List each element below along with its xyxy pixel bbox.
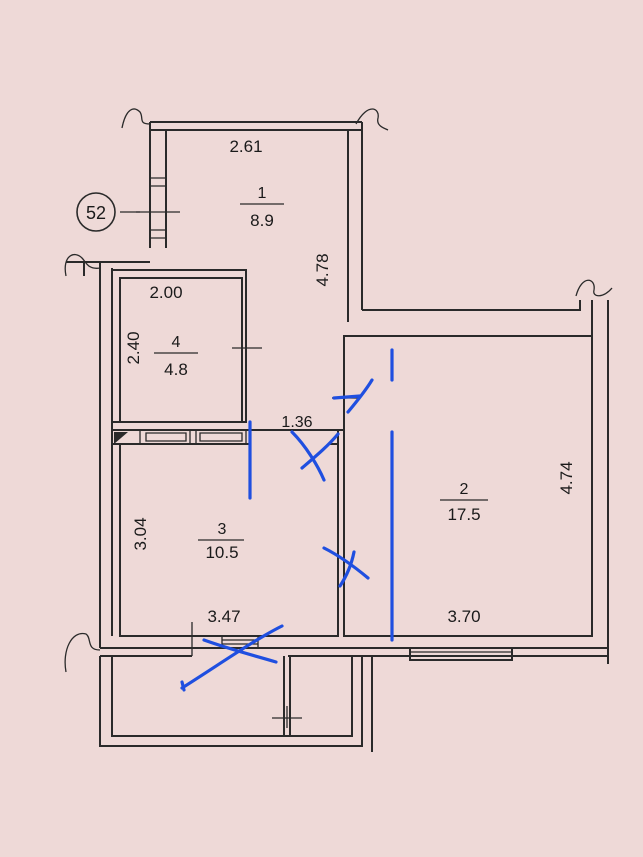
room-3-area: 10.5	[205, 543, 238, 562]
room-1-top-wall	[150, 121, 362, 131]
ink-mark-balcony	[180, 624, 284, 692]
wall-corner-fill	[114, 432, 128, 444]
room-4-inner-wall	[119, 277, 243, 423]
room-1-left-wall	[149, 122, 167, 248]
room-4-width: 2.00	[149, 283, 182, 302]
room-4-door-tick	[232, 340, 262, 356]
room-3-width: 3.47	[207, 607, 240, 626]
ink-mark-room-3	[322, 546, 370, 588]
outer-left-wall	[66, 261, 150, 648]
outer-right-wall	[591, 300, 609, 664]
bottom-door-marks	[191, 622, 259, 656]
ink-mark-room-2-door	[332, 378, 374, 414]
ink-annotations	[180, 348, 394, 692]
room-4-height: 2.40	[124, 331, 143, 364]
room-3-height: 3.04	[131, 517, 150, 550]
room-2-height: 4.74	[557, 461, 576, 494]
corridor-width: 1.36	[281, 414, 312, 431]
room-1-id: 1	[258, 185, 267, 202]
room-2-width: 3.70	[447, 607, 480, 626]
break-mark-top-right	[355, 108, 389, 131]
room-3-walls	[119, 443, 339, 637]
room-4-id: 4	[172, 334, 181, 351]
balcony-divider	[283, 656, 291, 736]
room-1-window	[150, 177, 166, 239]
apartment-number: 52	[86, 203, 106, 223]
room-3-id: 3	[218, 521, 227, 538]
room-1-right-wall	[347, 122, 363, 322]
room-3-top-wall	[112, 429, 250, 445]
room-2: 2 17.5 4.74 3.70	[440, 461, 576, 626]
room-1-area: 8.9	[250, 211, 274, 230]
wall-blocks	[139, 430, 247, 444]
room-2-area: 17.5	[447, 505, 480, 524]
bottom-window-right	[410, 651, 512, 657]
balcony-door-tick	[272, 706, 302, 728]
apartment-number-circle	[76, 192, 116, 232]
room-2-walls	[343, 335, 593, 637]
balcony-walls	[99, 656, 363, 747]
corridor-wall	[250, 429, 344, 444]
walls	[64, 108, 613, 752]
ink-mark-corridor	[290, 430, 340, 482]
break-mark-right	[575, 279, 613, 297]
room-3: 3.04 3 10.5 3.47	[131, 517, 244, 626]
room-1: 2.61 1 8.9 4.78	[229, 137, 332, 287]
room-2-id: 2	[460, 481, 469, 498]
break-mark-left	[64, 253, 101, 277]
break-mark-top-left	[121, 108, 151, 129]
room-1-width: 2.61	[229, 137, 262, 156]
room-4: 2.00 2.40 4 4.8	[124, 283, 198, 379]
outer-step-wall	[362, 300, 581, 311]
room-4-area: 4.8	[164, 360, 188, 379]
room-1-height: 4.78	[313, 253, 332, 286]
break-mark-bottom-left	[64, 632, 101, 673]
